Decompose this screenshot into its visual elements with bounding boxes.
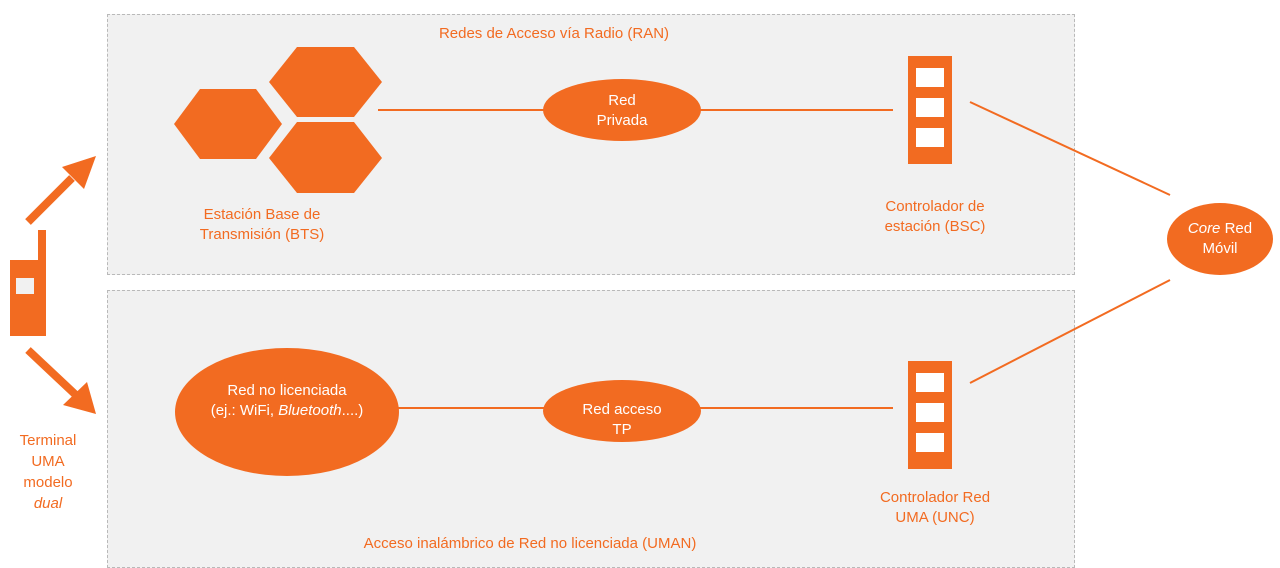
private-network-label: Red Privada bbox=[562, 91, 682, 131]
core-network-line-2: Móvil bbox=[1202, 240, 1238, 257]
connector-bsc-core bbox=[969, 101, 1171, 196]
core-network-red-word: Red bbox=[1220, 220, 1253, 237]
unlicensed-network-label: Red no licenciada (ej.: WiFi, Bluetooth.… bbox=[192, 381, 382, 421]
private-network-ellipse bbox=[543, 79, 701, 141]
terminal-label-line-3: modelo bbox=[23, 474, 73, 491]
arrow-up-to-ran bbox=[25, 175, 75, 225]
unlicensed-examples-suffix: ....) bbox=[341, 402, 364, 419]
ip-network-line-2: TP bbox=[612, 421, 632, 438]
arrow-up-head bbox=[62, 156, 96, 189]
ip-network-label: Red acceso TP bbox=[562, 400, 682, 440]
core-network-ellipse bbox=[1167, 203, 1273, 275]
arrow-down-to-uman bbox=[25, 347, 81, 400]
terminal-label-line-1: Terminal bbox=[19, 432, 77, 449]
bsc-label: Controlador de estación (BSC) bbox=[860, 197, 1010, 237]
unc-label-line-1: Controlador Red bbox=[879, 489, 991, 506]
bts-hexagon-left bbox=[174, 89, 282, 159]
bts-label: Estación Base de Transmisión (BTS) bbox=[172, 205, 352, 245]
bsc-rack-icon bbox=[908, 56, 952, 164]
unlicensed-examples-bluetooth: Bluetooth bbox=[278, 402, 342, 419]
bts-hexagon-top bbox=[269, 47, 382, 117]
core-network-label: Core Red Móvil bbox=[1170, 219, 1270, 259]
unlicensed-examples-prefix: (ej.: WiFi, bbox=[210, 402, 279, 419]
terminal-label-line-4: dual bbox=[33, 495, 63, 512]
bsc-label-line-1: Controlador de bbox=[885, 198, 985, 215]
unlicensed-network-line-2: (ej.: WiFi, Bluetooth....) bbox=[192, 401, 382, 421]
unlicensed-network-line-1: Red no licenciada bbox=[227, 382, 347, 399]
private-network-line-1: Red bbox=[608, 92, 636, 109]
core-network-line-1: Core Red bbox=[1170, 219, 1270, 239]
uma-terminal-phone-icon bbox=[10, 230, 46, 336]
bsc-label-line-2: estación (BSC) bbox=[884, 218, 986, 235]
bts-label-line-1: Estación Base de bbox=[203, 206, 321, 223]
unlicensed-network-ellipse bbox=[175, 348, 399, 476]
unc-rack-icon bbox=[908, 361, 952, 469]
arrow-down-head bbox=[63, 382, 96, 414]
unc-label-line-2: UMA (UNC) bbox=[895, 509, 975, 526]
connector-unc-core bbox=[969, 279, 1171, 384]
ip-network-line-1: Red acceso bbox=[582, 401, 662, 418]
private-network-line-2: Privada bbox=[596, 112, 648, 129]
bts-hexagon-bottom bbox=[269, 122, 382, 193]
terminal-label-line-2: UMA bbox=[31, 453, 65, 470]
uman-title: Acceso inalámbrico de Red no licenciada … bbox=[363, 535, 697, 552]
ran-title: Redes de Acceso vía Radio (RAN) bbox=[438, 25, 670, 42]
unc-label: Controlador Red UMA (UNC) bbox=[855, 488, 1015, 528]
bts-label-line-2: Transmisión (BTS) bbox=[199, 226, 325, 243]
ip-network-ellipse bbox=[543, 380, 701, 442]
core-network-core-word: Core bbox=[1187, 220, 1221, 237]
terminal-label: Terminal UMA modelo dual bbox=[0, 430, 96, 514]
